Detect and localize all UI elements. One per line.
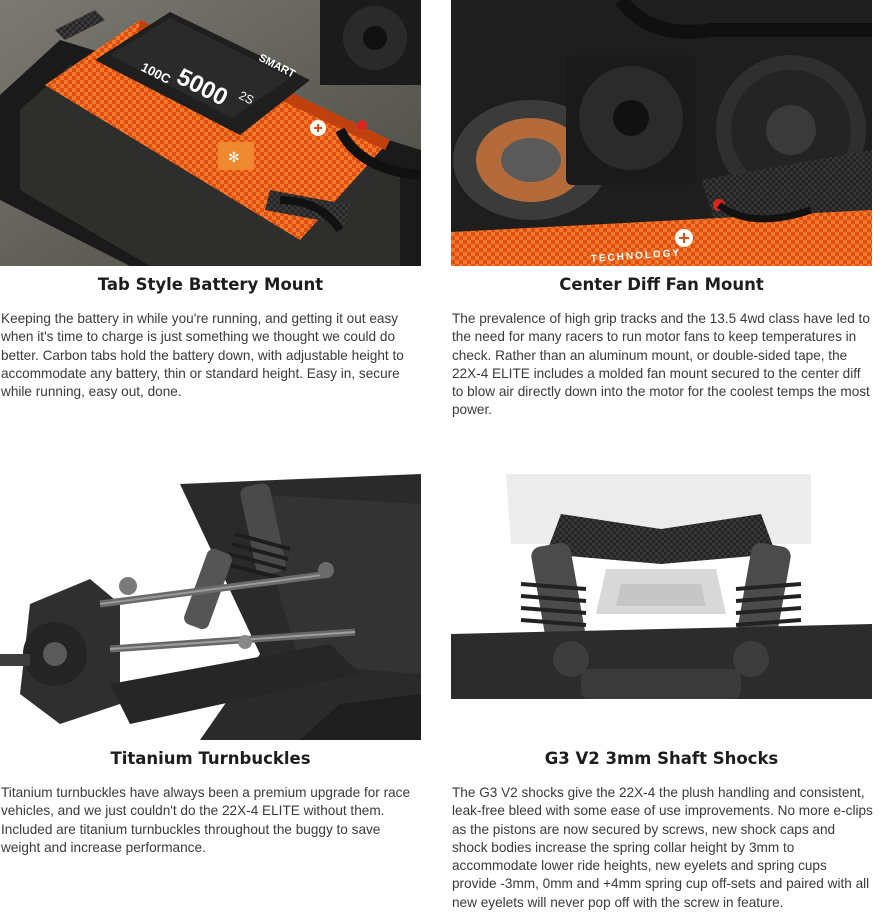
feature-card-fan-mount: TECHNOLOGY Center Diff Fan Mount The pre… <box>451 0 872 417</box>
svg-text:2S: 2S <box>237 88 256 107</box>
feature-description: The prevalence of high grip tracks and t… <box>452 311 870 418</box>
feature-title: G3 V2 3mm Shaft Shocks <box>544 749 779 768</box>
feature-description: Titanium turnbuckles have always been a … <box>1 785 411 855</box>
feature-title: Titanium Turnbuckles <box>110 749 311 768</box>
feature-card-battery-mount: 5000 100C 2S SMART <box>0 0 421 399</box>
fan-mount-photo: TECHNOLOGY <box>451 0 872 266</box>
feature-title: Center Diff Fan Mount <box>559 275 764 294</box>
svg-text:✻: ✻ <box>228 150 240 166</box>
feature-description: The G3 V2 shocks give the 22X-4 the plus… <box>452 785 873 910</box>
battery-mount-photo: 5000 100C 2S SMART <box>0 0 421 266</box>
feature-card-turnbuckles: Titanium Turnbuckles Titanium turnbuckle… <box>0 474 421 855</box>
feature-description: Keeping the battery in while you're runn… <box>1 311 404 400</box>
feature-title: Tab Style Battery Mount <box>97 275 324 294</box>
feature-card-shocks: G3 V2 3mm Shaft Shocks The G3 V2 shocks … <box>451 474 873 910</box>
shocks-photo <box>451 474 872 740</box>
turnbuckles-photo <box>0 474 421 740</box>
